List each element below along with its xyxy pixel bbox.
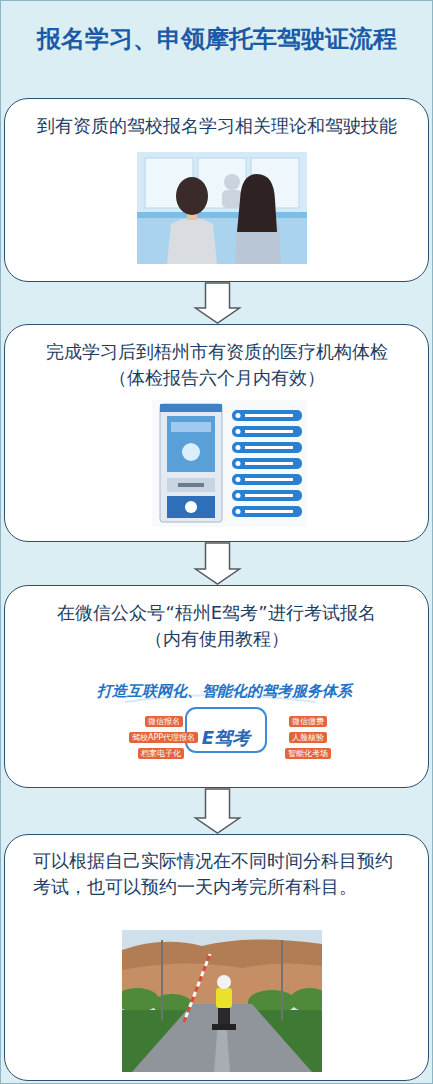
illustration-part xyxy=(216,988,232,1008)
illustration-part xyxy=(178,483,204,487)
illustration-part xyxy=(184,954,210,1022)
illustration-part xyxy=(236,493,241,498)
illustration-part xyxy=(137,212,307,218)
illustration-part xyxy=(245,510,293,513)
logo-text: E驾考 xyxy=(186,726,266,750)
illustration-part xyxy=(137,152,307,214)
illustration-part xyxy=(245,430,293,433)
feature-tag: 微信缴费 xyxy=(289,716,327,727)
counter-illustration xyxy=(137,152,307,264)
step-text: 完成学习后到梧州市有资质的医疗机构体检 xyxy=(17,339,417,365)
illustration-part xyxy=(162,940,282,1020)
step-text: （内有使用教程） xyxy=(17,626,417,652)
illustration-part xyxy=(137,212,307,264)
illustration-part xyxy=(236,413,241,418)
illustration-part xyxy=(245,446,293,449)
block-arrow xyxy=(196,789,240,833)
feature-tag: 人脸核验 xyxy=(289,732,327,743)
illustration-part xyxy=(236,477,241,482)
illustration-part xyxy=(182,443,200,461)
illustration-part xyxy=(245,414,293,417)
illustration-part xyxy=(232,442,302,453)
illustration-part xyxy=(236,429,241,434)
process-box: 完成学习后到梧州市有资质的医疗机构体检（体检报告六个月内有效） xyxy=(4,324,429,542)
box-text: 在微信公众号“梧州E驾考”进行考试报名（内有使用教程） xyxy=(17,586,417,652)
step-text: 可以根据自己实际情况在不同时间分科目预约考试，也可以预约一天内考完所有科目。 xyxy=(33,848,401,900)
step-text: 到有资质的驾校报名学习相关理论和驾驶技能 xyxy=(17,113,417,139)
illustration-part xyxy=(167,496,215,518)
illustration-part xyxy=(160,404,222,522)
illustration-part xyxy=(224,174,240,190)
process-box: 到有资质的驾校报名学习相关理论和驾驶技能 xyxy=(4,98,429,282)
feature-tag: 驾校APP代理报名 xyxy=(129,732,198,743)
illustration-part xyxy=(245,494,293,497)
diagram-title: 报名学习、申领摩托车驾驶证流程 xyxy=(1,23,432,55)
slogan-text: 打造互联网化、智能化的驾考服务体系 xyxy=(97,682,352,701)
illustration-part xyxy=(290,988,322,1012)
illustration-part xyxy=(281,940,283,1020)
step-text: 在微信公众号“梧州E驾考”进行考试报名 xyxy=(17,600,417,626)
illustration-part xyxy=(212,1024,236,1030)
illustration-part xyxy=(232,426,302,437)
illustration-part xyxy=(161,940,163,1020)
illustration-part xyxy=(167,416,215,472)
box-text: 完成学习后到梧州市有资质的医疗机构体检（体检报告六个月内有效） xyxy=(17,325,417,391)
illustration-part xyxy=(236,509,241,514)
process-box: 可以根据自己实际情况在不同时间分科目预约考试，也可以预约一天内考完所有科目。 xyxy=(4,834,429,1081)
illustration-part xyxy=(232,474,302,485)
illustration-part xyxy=(160,404,222,412)
illustration-part xyxy=(236,461,241,466)
illustration-part xyxy=(167,218,217,264)
illustration-part xyxy=(185,501,197,513)
illustration-part xyxy=(186,708,266,752)
illustration-part xyxy=(222,190,242,208)
illustration-part xyxy=(122,988,159,1012)
illustration-part xyxy=(176,177,208,215)
illustration-part xyxy=(232,506,302,517)
box-text: 到有资质的驾校报名学习相关理论和驾驶技能 xyxy=(17,99,417,139)
illustration-part xyxy=(236,413,294,514)
illustration-part xyxy=(137,152,307,264)
feature-tag: 智能化考场 xyxy=(285,748,331,759)
illustration-part xyxy=(217,975,231,989)
exam-site-photo xyxy=(122,930,322,1072)
step-text: （体检报告六个月内有效） xyxy=(17,365,417,391)
illustration-part xyxy=(232,490,302,501)
feature-tag: 档案电子化 xyxy=(138,748,184,759)
illustration-part xyxy=(232,410,302,517)
illustration-part xyxy=(245,478,293,481)
process-box: 在微信公众号“梧州E驾考”进行考试报名（内有使用教程） 打造互联网化、智能化的驾考… xyxy=(4,585,429,788)
kiosk-illustration xyxy=(152,400,307,527)
illustration-part xyxy=(232,458,302,469)
illustration-part xyxy=(245,462,293,465)
illustration-part xyxy=(237,174,277,232)
feature-tag: 微信报名 xyxy=(145,716,183,727)
illustration-part xyxy=(171,422,211,432)
block-arrow xyxy=(196,543,240,584)
box-text: 可以根据自己实际情况在不同时间分科目预约考试，也可以预约一天内考完所有科目。 xyxy=(33,835,401,900)
block-arrow xyxy=(196,283,240,323)
illustration-part xyxy=(184,954,210,1022)
illustration-part xyxy=(232,410,302,421)
illustration-part xyxy=(236,445,241,450)
illustration-part xyxy=(167,478,215,492)
illustration-part xyxy=(132,1004,312,1072)
illustration-part xyxy=(152,400,307,527)
